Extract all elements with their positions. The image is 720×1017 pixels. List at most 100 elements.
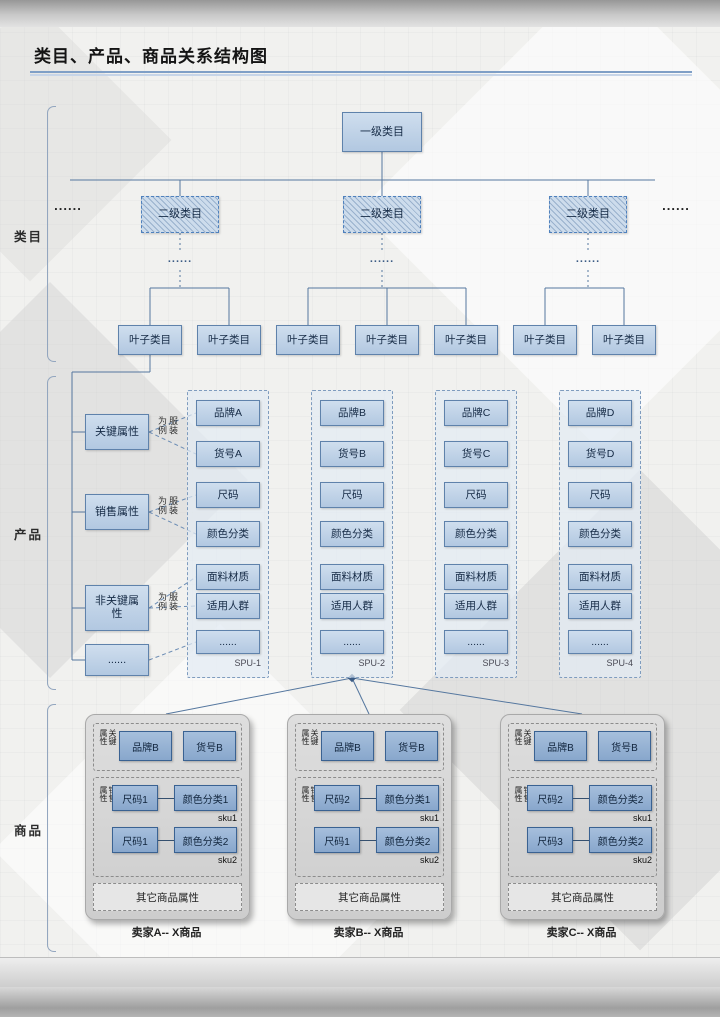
sku-id-label: sku2	[217, 855, 237, 865]
spu-item: 尺码	[196, 482, 260, 508]
dotted-ellipsis: ......	[369, 253, 395, 265]
section-label-commodity: 商品	[14, 824, 44, 838]
footer-bar-light	[0, 957, 720, 988]
commodity-card-c: 关键属性 品牌B 货号B 销售属性 尺码2 颜色分类2 sku1 尺码3 颜色分…	[500, 714, 665, 920]
brand-box: 品牌B	[119, 731, 172, 761]
attribute-node-ellipsis: ......	[85, 644, 149, 676]
spu-item: 颜色分类	[444, 521, 508, 547]
spu-item: 面料材质	[444, 564, 508, 590]
card-key-attr-group: 关键属性	[508, 723, 657, 771]
spu-name: SPU-4	[606, 658, 633, 668]
ellipsis-right: ......	[662, 198, 690, 213]
brand-box: 品牌B	[321, 731, 374, 761]
spu-item: 货号A	[196, 441, 260, 467]
section-label-category: 类目	[14, 230, 44, 244]
title-underline-light	[30, 74, 692, 76]
leaf-category-node: 叶子类目	[276, 325, 340, 355]
attribute-node-sales: 销售属性	[85, 494, 149, 530]
size-box: 尺码1	[314, 827, 360, 853]
card-key-attr-group: 关键属性	[295, 723, 444, 771]
size-box: 尺码3	[527, 827, 573, 853]
size-box: 尺码1	[112, 785, 158, 811]
spu-item: 货号C	[444, 441, 508, 467]
spu-item: 货号B	[320, 441, 384, 467]
level2-category-node: 二级类目	[549, 196, 627, 233]
seller-label: 卖家B-- X商品	[333, 927, 404, 939]
other-attrs-box: 其它商品属性	[508, 883, 657, 911]
sku-id-label: sku2	[419, 855, 439, 865]
color-box: 颜色分类2	[589, 785, 652, 811]
spu-item: 颜色分类	[320, 521, 384, 547]
category-section-bracket	[47, 106, 56, 362]
title-underline	[30, 71, 692, 73]
leaf-category-node: 叶子类目	[118, 325, 182, 355]
page-title: 类目、产品、商品关系结构图	[34, 47, 268, 66]
size-box: 尺码1	[112, 827, 158, 853]
commodity-card-b: 关键属性 品牌B 货号B 销售属性 尺码2 颜色分类1 sku1 尺码1 颜色分…	[287, 714, 452, 920]
brand-box: 品牌B	[534, 731, 587, 761]
card-key-attr-group: 关键属性	[93, 723, 242, 771]
attribute-node-key: 关键属性	[85, 414, 149, 450]
spu-name: SPU-3	[482, 658, 509, 668]
sku-connector	[360, 840, 376, 841]
spu-item: 尺码	[568, 482, 632, 508]
spu-name: SPU-1	[234, 658, 261, 668]
spu-item: 面料材质	[568, 564, 632, 590]
spu-item: 颜色分类	[568, 521, 632, 547]
color-box: 颜色分类1	[376, 785, 439, 811]
spu-item: 品牌D	[568, 400, 632, 426]
attribute-note: 服装为例	[157, 592, 178, 611]
sku-connector	[360, 798, 376, 799]
spu-item: 货号D	[568, 441, 632, 467]
card-key-attr-label: 关键属性	[514, 729, 532, 745]
level2-category-node: 二级类目	[343, 196, 421, 233]
sku-id-label: sku1	[632, 813, 652, 823]
footer-bar-dark	[0, 987, 720, 1017]
seller-label: 卖家C-- X商品	[546, 927, 617, 939]
card-key-attr-label: 关键属性	[301, 729, 319, 745]
dotted-ellipsis: ......	[575, 253, 601, 265]
dotted-ellipsis: ......	[167, 253, 193, 265]
spu-item: 尺码	[444, 482, 508, 508]
spu-item: 适用人群	[444, 593, 508, 619]
other-attrs-box: 其它商品属性	[295, 883, 444, 911]
leaf-category-node: 叶子类目	[513, 325, 577, 355]
size-box: 尺码2	[527, 785, 573, 811]
top-bar	[0, 0, 720, 27]
spu-item: 适用人群	[196, 593, 260, 619]
card-key-attr-label: 关键属性	[99, 729, 117, 745]
attribute-node-nonkey: 非关键属性	[85, 585, 149, 631]
sku-connector	[573, 840, 589, 841]
spu-item: 尺码	[320, 482, 384, 508]
spu-item: 面料材质	[320, 564, 384, 590]
color-box: 颜色分类2	[589, 827, 652, 853]
spu-item: 适用人群	[568, 593, 632, 619]
spu-item: ......	[444, 630, 508, 654]
spu-item: 品牌A	[196, 400, 260, 426]
other-attrs-box: 其它商品属性	[93, 883, 242, 911]
sku-id-label: sku1	[419, 813, 439, 823]
section-label-product: 产品	[14, 528, 44, 542]
root-category-node: 一级类目	[342, 112, 422, 152]
sku-connector	[158, 840, 174, 841]
spu-item: 品牌B	[320, 400, 384, 426]
spu-item: ......	[568, 630, 632, 654]
item-no-box: 货号B	[385, 731, 438, 761]
level2-category-node: 二级类目	[141, 196, 219, 233]
color-box: 颜色分类2	[376, 827, 439, 853]
spu-item: 面料材质	[196, 564, 260, 590]
attribute-note: 服装为例	[157, 416, 178, 435]
color-box: 颜色分类2	[174, 827, 237, 853]
seller-label: 卖家A-- X商品	[131, 927, 202, 939]
attribute-note: 服装为例	[157, 496, 178, 515]
product-section-bracket	[47, 376, 56, 690]
spu-item: ......	[196, 630, 260, 654]
item-no-box: 货号B	[183, 731, 236, 761]
spu-name: SPU-2	[358, 658, 385, 668]
item-no-box: 货号B	[598, 731, 651, 761]
sku-id-label: sku1	[217, 813, 237, 823]
ellipsis-left: ......	[54, 198, 82, 213]
leaf-category-node: 叶子类目	[434, 325, 498, 355]
spu-item: 颜色分类	[196, 521, 260, 547]
